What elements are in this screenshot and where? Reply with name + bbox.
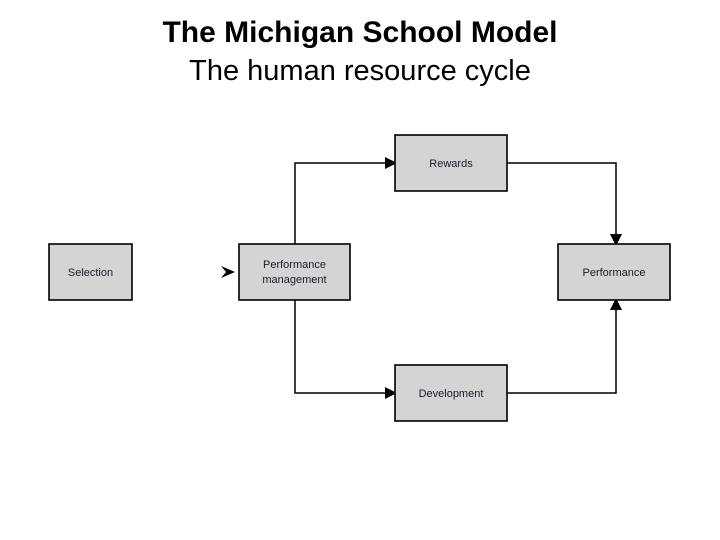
connector-performance-management-to-development (294, 300, 397, 399)
connector-rewards-to-performance (507, 162, 622, 246)
connector-development-to-performance (507, 298, 622, 394)
connector-selection-to-performance-management (221, 266, 235, 278)
node-development[interactable]: Development (394, 364, 508, 422)
node-performance[interactable]: Performance (557, 243, 671, 301)
node-rewards-label: Rewards (429, 158, 473, 170)
node-performance-management[interactable]: Performance management (238, 243, 351, 301)
arrowhead-icon (610, 298, 622, 310)
node-selection-label: Selection (68, 267, 113, 279)
node-performance-label: Performance (583, 267, 646, 279)
node-rewards[interactable]: Rewards (394, 134, 508, 192)
arrowhead-icon (610, 234, 622, 246)
title-block: The Michigan School Model The human reso… (0, 14, 720, 90)
node-performance-management-label-line2: management (262, 274, 326, 286)
page-title: The Michigan School Model (162, 16, 558, 49)
node-development-label: Development (419, 388, 484, 400)
connector-performance-management-to-rewards (294, 157, 397, 244)
node-performance-management-label-line1: Performance (263, 259, 326, 271)
arrowhead-icon (221, 266, 235, 278)
hr-cycle-diagram: Selection Performance management Rewards… (0, 110, 720, 450)
arrowhead-icon (385, 387, 397, 399)
page-subtitle: The human resource cycle (189, 55, 531, 87)
arrowhead-icon (385, 157, 397, 169)
node-selection[interactable]: Selection (48, 243, 133, 301)
